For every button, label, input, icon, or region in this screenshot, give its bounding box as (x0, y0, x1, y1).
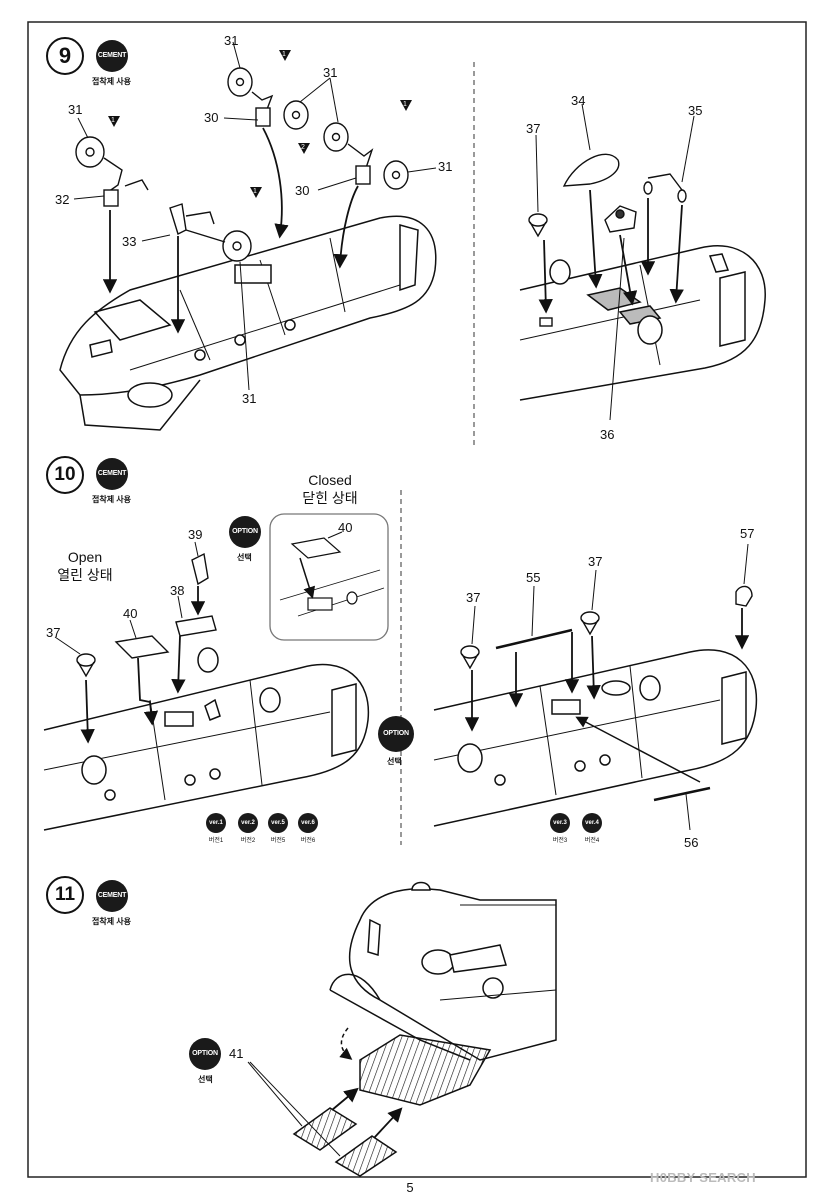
part-label-37: 37 (46, 625, 61, 640)
step-number-10: 10 (46, 456, 84, 494)
part-label-31: 31 (323, 65, 338, 80)
version-label: 버전2 (240, 838, 256, 844)
step-number-11: 11 (46, 876, 84, 914)
landing-gear-parts-left (75, 67, 409, 262)
page-number: 5 (406, 1180, 414, 1195)
option-badge-caption: 선택 (237, 553, 252, 562)
version-label: 버전3 (552, 838, 568, 844)
watermark-logo: H0BBY SEARCH (650, 1170, 756, 1185)
upper-parts-step9 (528, 153, 687, 327)
version-label: 버전4 (584, 838, 600, 844)
caption-closed-en: Closed (308, 472, 352, 488)
part-label-56: 56 (684, 835, 699, 850)
part-label-37: 37 (526, 121, 541, 136)
part-label-40: 40 (338, 520, 353, 535)
step-number-9: 9 (46, 37, 84, 75)
part-label-40: 40 (123, 606, 138, 621)
fuselage-step10-left (43, 647, 370, 831)
option-badge: OPTION (378, 716, 414, 752)
part-label-37: 37 (588, 554, 603, 569)
marker-1: 1 (253, 188, 257, 195)
part-label-41: 41 (229, 1046, 244, 1061)
hatch-parts-step10 (76, 552, 217, 678)
marker-1: 1 (111, 117, 115, 124)
option-badge: OPTION (189, 1038, 221, 1070)
marker-1: 1 (282, 51, 286, 58)
version-label: 버전6 (300, 838, 316, 844)
part-label-31: 31 (438, 159, 453, 174)
caption-open-ko: 열린 상태 (57, 567, 113, 583)
part-label-57: 57 (740, 526, 755, 541)
caption-closed-ko: 닫힌 상태 (302, 490, 358, 506)
part-label-38: 38 (170, 583, 185, 598)
marker-1: 1 (403, 101, 407, 108)
option-badge: OPTION (229, 516, 261, 548)
part-label-55: 55 (526, 570, 541, 585)
closed-inset (269, 513, 389, 641)
fuselage-step9-right (519, 245, 766, 401)
part-label-35: 35 (688, 103, 703, 118)
version-badge: ver.2 (238, 813, 258, 833)
version-badge: ver.6 (298, 813, 318, 833)
part-label-37: 37 (466, 590, 481, 605)
part-label-36: 36 (600, 427, 615, 442)
version-badge: ver.4 (582, 813, 602, 833)
rear-fuselage-step11 (329, 881, 557, 1061)
part-label-30: 30 (295, 183, 310, 198)
rail-parts-step10 (460, 585, 753, 802)
version-label: 버전5 (270, 838, 286, 844)
part-label-31: 31 (224, 33, 239, 48)
caption-open-en: Open (67, 549, 103, 565)
version-badge: ver.1 (206, 813, 226, 833)
fuselage-step10-right (433, 649, 758, 827)
cement-badge: CEMENT (96, 880, 128, 912)
closed-inset-detail (279, 537, 385, 617)
part-label-33: 33 (122, 234, 137, 249)
version-label: 버전1 (208, 838, 224, 844)
version-badge: ver.3 (550, 813, 570, 833)
part-label-31: 31 (68, 102, 83, 117)
part-label-32: 32 (55, 192, 70, 207)
cement-badge-caption: 접착제 사용 (92, 917, 132, 926)
version-badge: ver.5 (268, 813, 288, 833)
cement-badge-caption: 접착제 사용 (92, 77, 132, 86)
cement-badge: CEMENT (96, 40, 128, 72)
cement-badge: CEMENT (96, 458, 128, 490)
part-label-30: 30 (204, 110, 219, 125)
part-label-31: 31 (242, 391, 257, 406)
option-badge-caption: 선택 (387, 757, 402, 766)
part-label-39: 39 (188, 527, 203, 542)
option-badge-caption: 선택 (198, 1075, 213, 1084)
marker-2: 2 (301, 144, 305, 151)
part-label-34: 34 (571, 93, 586, 108)
ramp-step11 (292, 1034, 492, 1177)
page-border (27, 21, 807, 1178)
cement-badge-caption: 접착제 사용 (92, 495, 132, 504)
